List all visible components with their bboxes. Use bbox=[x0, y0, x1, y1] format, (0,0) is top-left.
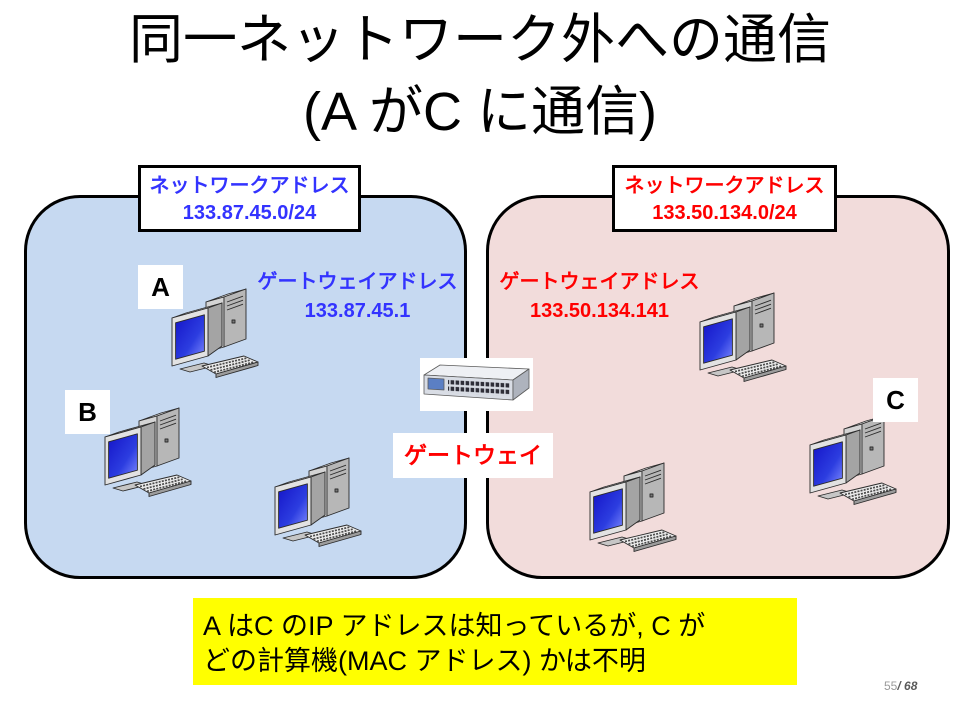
network-left-address: 133.87.45.0/24 bbox=[182, 202, 317, 224]
note-line-1: A はC のIP アドレスは知っているが, C が bbox=[203, 611, 706, 641]
page-current: 55 bbox=[884, 679, 898, 693]
host-c-label: C bbox=[873, 378, 918, 422]
slide-title: 同一ネットワーク外への通信 bbox=[129, 10, 831, 70]
gateway-left-address-label: ゲートウェイアドレス bbox=[257, 271, 458, 293]
switch-side bbox=[512, 368, 530, 401]
page-number: 55/ 68 bbox=[884, 678, 917, 694]
computer-graphic bbox=[810, 416, 896, 505]
gateway-device-box bbox=[420, 358, 533, 411]
computer-icon bbox=[271, 455, 363, 547]
computer-graphic bbox=[172, 289, 258, 378]
gateway-right-address: 133.50.134.141 bbox=[529, 300, 670, 322]
network-left-address-label: ネットワークアドレス bbox=[149, 175, 350, 197]
network-right-area bbox=[486, 195, 950, 579]
gateway-left-address-block: ゲートウェイアドレス 133.87.45.1 bbox=[255, 268, 460, 326]
computer-b-icon bbox=[101, 405, 193, 497]
network-left-address-box: ネットワークアドレス 133.87.45.0/24 bbox=[138, 165, 361, 232]
page-total: / 68 bbox=[897, 679, 918, 693]
network-right-address-box: ネットワークアドレス 133.50.134.0/24 bbox=[612, 165, 837, 232]
switch-ports bbox=[448, 379, 510, 397]
switch-panel bbox=[427, 377, 445, 391]
note-line-2: どの計算機(MAC アドレス) かは不明 bbox=[203, 646, 646, 676]
computer-icon bbox=[586, 460, 678, 552]
gateway-left-address: 133.87.45.1 bbox=[304, 300, 411, 322]
network-switch-icon bbox=[423, 364, 530, 401]
network-right-address-label: ネットワークアドレス bbox=[624, 175, 825, 197]
gateway-right-address-block: ゲートウェイアドレス 133.50.134.141 bbox=[497, 268, 702, 326]
network-left-area bbox=[24, 195, 467, 579]
computer-graphic bbox=[590, 463, 676, 552]
computer-graphic bbox=[105, 408, 191, 497]
computer-graphic bbox=[700, 293, 786, 382]
gateway-label: ゲートウェイ bbox=[393, 433, 553, 478]
computer-graphic bbox=[275, 458, 361, 547]
computer-icon bbox=[696, 290, 788, 382]
host-b-label: B bbox=[65, 390, 110, 434]
gateway-right-address-label: ゲートウェイアドレス bbox=[499, 271, 700, 293]
computer-c-icon bbox=[806, 413, 898, 505]
network-right-address: 133.50.134.0/24 bbox=[652, 202, 797, 224]
note-box: A はC のIP アドレスは知っているが, C が どの計算機(MAC アドレス… bbox=[193, 598, 797, 685]
host-a-label: A bbox=[138, 265, 183, 309]
slide-subtitle: (A がC に通信) bbox=[302, 82, 657, 142]
